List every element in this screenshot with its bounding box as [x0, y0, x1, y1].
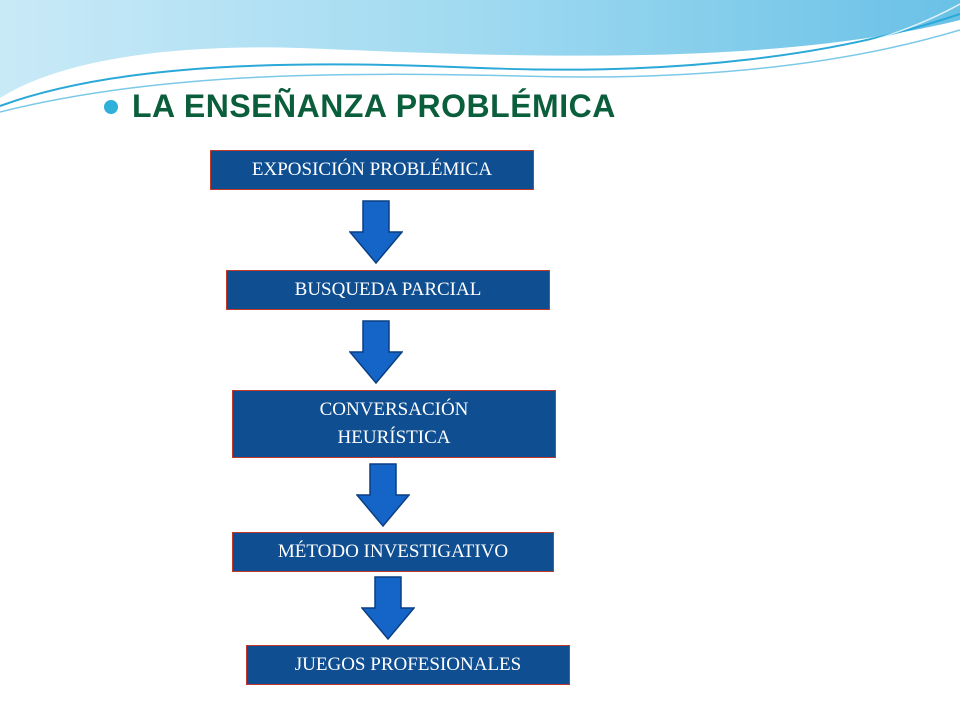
slide-title: LA ENSEÑANZA PROBLÉMICA — [132, 88, 616, 124]
title-row: LA ENSEÑANZA PROBLÉMICA — [104, 88, 616, 125]
bullet-icon — [104, 99, 118, 114]
step-metodo-investigativo: MÉTODO INVESTIGATIVO — [232, 532, 554, 572]
step-conversacion-heuristica: CONVERSACIÓN HEURÍSTICA — [232, 390, 556, 458]
header-wave-decoration — [0, 0, 960, 113]
down-arrow-icon — [349, 200, 403, 264]
down-arrow-icon — [361, 576, 415, 640]
down-arrow-icon — [349, 320, 403, 384]
step-busqueda-parcial: BUSQUEDA PARCIAL — [226, 270, 550, 310]
step-juegos-profesionales: JUEGOS PROFESIONALES — [246, 645, 570, 685]
down-arrow-icon — [356, 463, 410, 527]
step-exposicion-problemica: EXPOSICIÓN PROBLÉMICA — [210, 150, 534, 190]
